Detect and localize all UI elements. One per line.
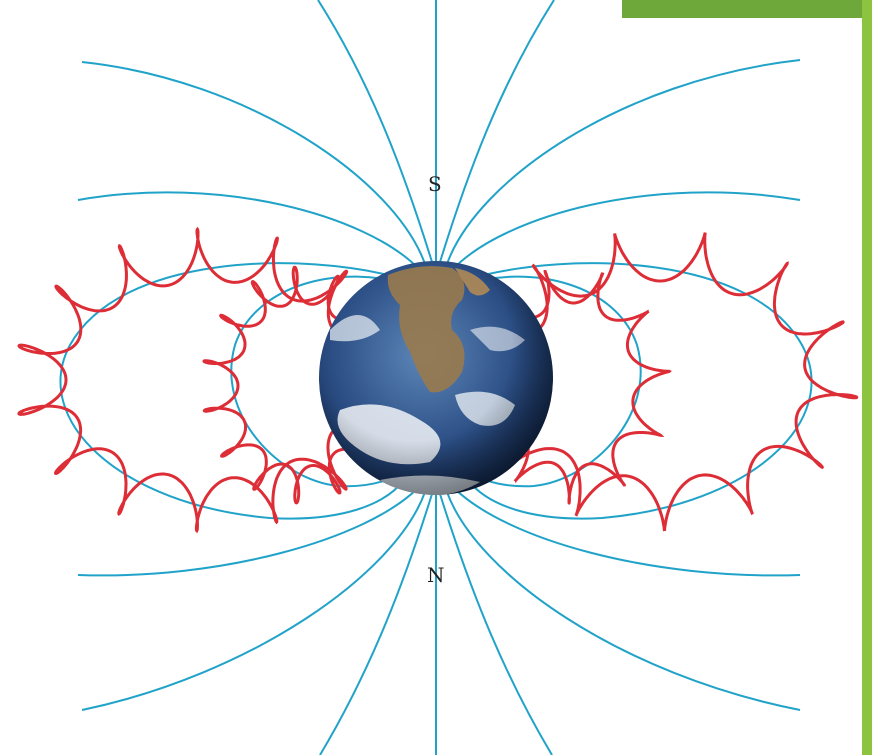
field-line [454, 192, 800, 268]
field-line [447, 492, 800, 710]
field-line [82, 492, 425, 710]
field-line [78, 192, 418, 268]
south-pole-label: S [428, 172, 442, 196]
field-line [78, 488, 418, 575]
field-line [82, 62, 425, 264]
field-line [447, 60, 800, 264]
field-line [440, 0, 554, 262]
field-line [320, 494, 432, 755]
field-line [440, 494, 552, 755]
earth-icon [319, 261, 553, 497]
north-pole-label: N [427, 563, 445, 587]
field-line [318, 0, 432, 262]
